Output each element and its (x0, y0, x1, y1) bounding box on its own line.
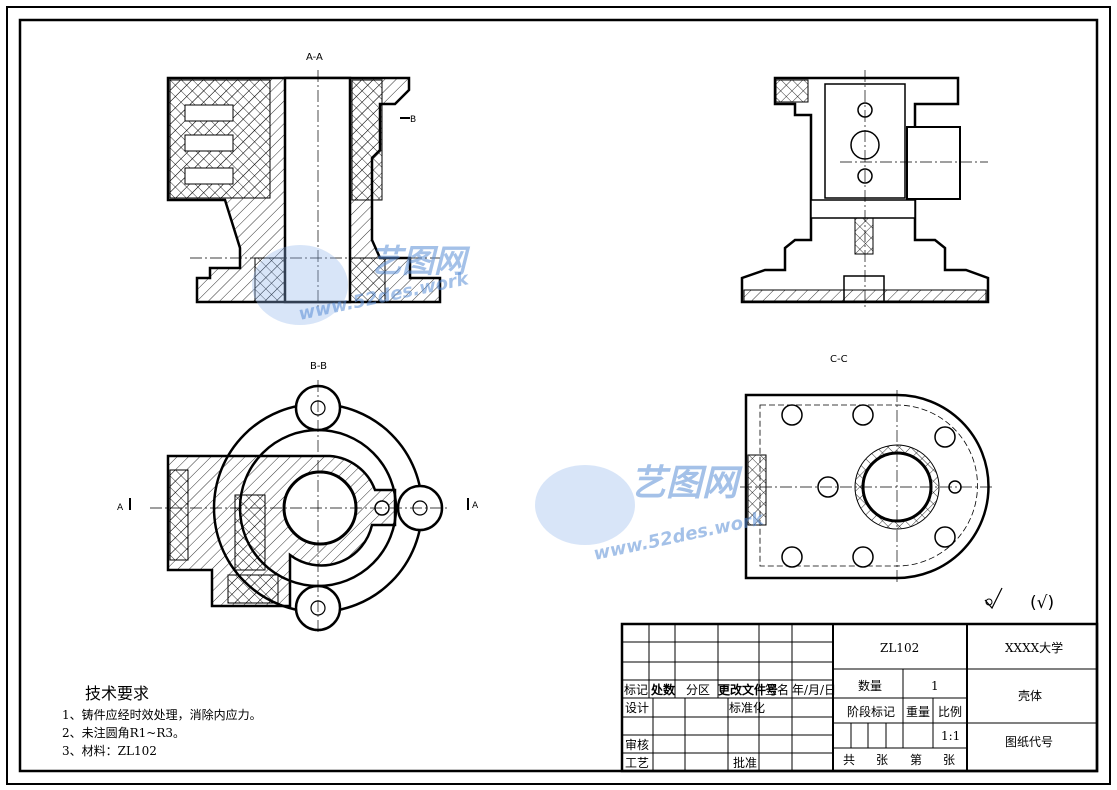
outer-border (6, 6, 1111, 785)
stage-label: 阶段标记 (847, 704, 895, 719)
section-marker-a-right: A (472, 501, 479, 511)
design-label: 设计 (625, 701, 649, 715)
tech-req-item: 3、材料：ZL102 (62, 744, 157, 758)
scale-value: 1:1 (941, 729, 960, 743)
drawing-number-label: 图纸代号 (1005, 735, 1053, 749)
view-label-cc: C-C (830, 354, 848, 365)
tech-req-title: 技术要求 (85, 684, 149, 703)
section-view-bb: B-B A A (117, 361, 479, 635)
general-surface-finish: (√) (1030, 593, 1054, 613)
rev-header: 标记 (624, 683, 648, 697)
view-label-aa: A-A (306, 52, 323, 63)
material: ZL102 (880, 641, 919, 655)
section-marker-a-left: A (117, 503, 124, 513)
elevation-view (740, 70, 990, 310)
tech-req-item: 1、铸件应经时效处理，消除内应力。 (62, 707, 262, 722)
sheet-no-label: 第 (910, 753, 922, 767)
process-label: 工艺 (625, 756, 649, 770)
tech-requirements: 技术要求 1、铸件应经时效处理，消除内应力。 2、未注圆角R1~R3。 3、材料… (62, 684, 262, 758)
approve-label: 批准 (733, 755, 757, 770)
sheet-unit: 张 (943, 753, 955, 767)
tech-req-item: 2、未注圆角R1~R3。 (62, 725, 185, 740)
quantity-value: 1 (931, 679, 939, 693)
rev-header: 年/月/日 (792, 683, 836, 697)
review-label: 审核 (625, 737, 649, 752)
rev-header: 签名 (765, 682, 789, 697)
section-marker-b: B (410, 115, 416, 125)
inner-frame (18, 18, 1099, 773)
rev-header: 更改文件号 (718, 682, 778, 697)
watermark: 艺图网 www.52des.work 艺图网 www.52des.work (252, 242, 766, 565)
school-name: XXXX大学 (1005, 640, 1063, 655)
view-label-bb: B-B (310, 361, 327, 372)
rev-header: 分区 (686, 683, 710, 697)
part-name: 壳体 (1018, 689, 1042, 703)
standardize-label: 标准化 (729, 701, 765, 715)
section-view-cc: C-C (740, 354, 995, 585)
quantity-label: 数量 (858, 678, 882, 693)
sheet-unit: 张 (876, 753, 888, 767)
sheet-total-label: 共 (843, 753, 855, 767)
scale-label: 比例 (938, 705, 962, 719)
surface-finish-symbol: (√) (984, 587, 1054, 613)
title-block (620, 622, 1099, 773)
svg-text:艺图网: 艺图网 (630, 463, 743, 504)
svg-text:艺图网: 艺图网 (370, 242, 471, 280)
section-view-aa: A-A B (166, 52, 442, 310)
weight-label: 重量 (906, 705, 930, 719)
rev-header: 处数 (650, 682, 676, 697)
